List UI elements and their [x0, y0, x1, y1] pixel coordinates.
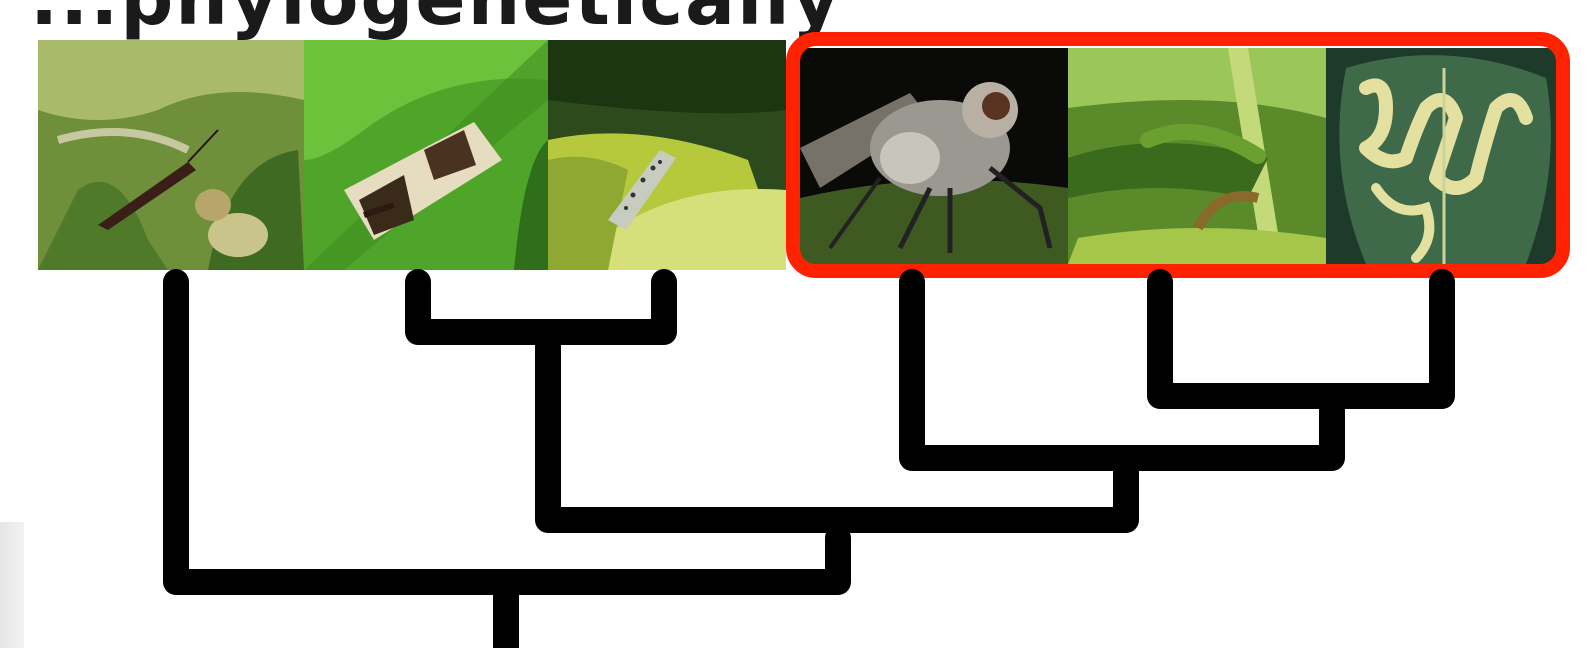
branch-fly-to-clade: [912, 282, 1332, 458]
branch-moth-larva-stem: [548, 332, 1126, 520]
branch-caterpillar-mine: [1160, 282, 1442, 396]
